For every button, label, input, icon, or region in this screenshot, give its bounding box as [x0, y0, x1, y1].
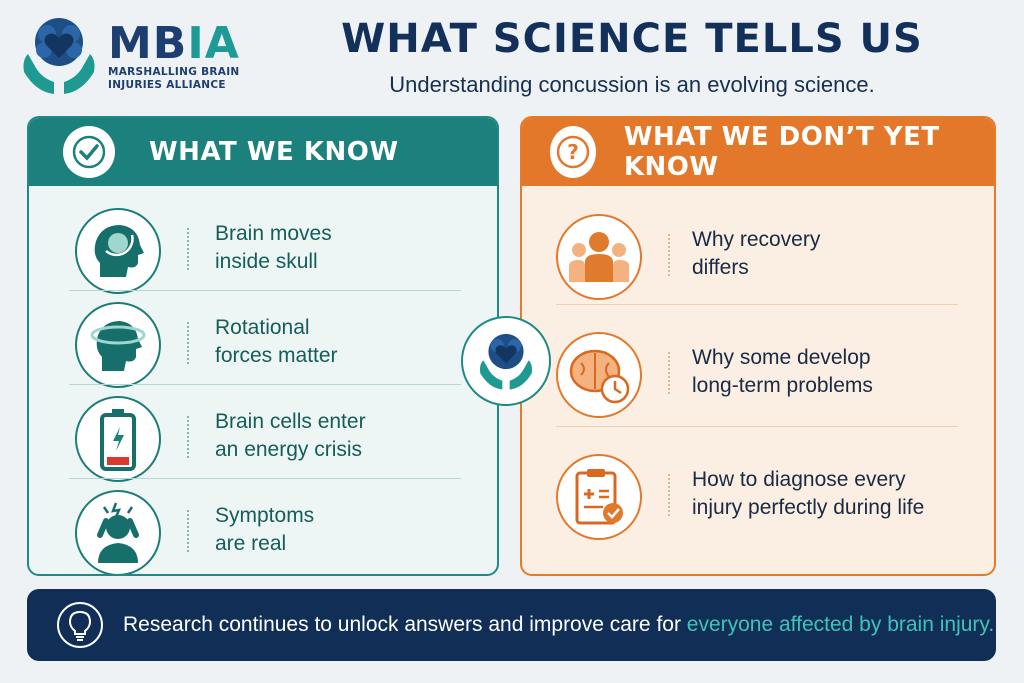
- what-we-know-panel: WHAT WE KNOW Brain moves inside skull Rot…: [27, 116, 499, 576]
- know-item-line2: forces matter: [215, 344, 338, 367]
- know-item-line2: an energy crisis: [215, 438, 363, 461]
- clipboard-check-icon: [556, 454, 642, 540]
- unknown-item: Why recovery differs: [522, 204, 994, 300]
- know-item-line1: Rotational: [215, 316, 310, 339]
- lightbulb-icon: [57, 602, 103, 648]
- what-we-know-header: WHAT WE KNOW: [29, 118, 497, 186]
- logo-name-line2: INJURIES ALLIANCE: [108, 79, 226, 91]
- checkmark-icon: [63, 126, 115, 178]
- what-we-know-heading: WHAT WE KNOW: [149, 137, 399, 167]
- low-battery-icon: [75, 396, 161, 482]
- unknown-item-line2: long-term problems: [692, 374, 873, 397]
- head-brain-motion-icon: [75, 208, 161, 294]
- know-item: Rotational forces matter: [29, 292, 497, 388]
- unknown-item-line2: differs: [692, 256, 749, 279]
- know-item-line2: inside skull: [215, 250, 318, 273]
- unknown-item-line1: Why recovery: [692, 228, 821, 251]
- question-mark-icon: ?: [550, 126, 596, 178]
- brain-clock-icon: [556, 332, 642, 418]
- logo-abbreviation: MBIA: [108, 18, 240, 69]
- what-we-dont-know-header: ? WHAT WE DON’T YET KNOW: [522, 118, 994, 186]
- banner-highlight: everyone affected by brain injury.: [686, 613, 995, 636]
- logo: MBIA MARSHALLING BRAIN INJURIES ALLIANCE: [14, 10, 254, 100]
- people-group-icon: [556, 214, 642, 300]
- what-we-dont-know-heading: WHAT WE DON’T YET KNOW: [623, 122, 940, 182]
- person-headache-icon: [75, 490, 161, 574]
- unknown-item-line1: Why some develop: [692, 346, 871, 369]
- research-banner: Research continues to unlock answers and…: [27, 589, 996, 661]
- unknown-item: How to diagnose every injury perfectly du…: [522, 444, 994, 540]
- know-item: Brain moves inside skull: [29, 198, 497, 294]
- page-subtitle: Understanding concussion is an evolving …: [389, 72, 875, 97]
- know-item: Symptoms are real: [29, 480, 497, 574]
- logo-name-line1: MARSHALLING BRAIN: [108, 66, 240, 78]
- head-rotation-icon: [75, 302, 161, 388]
- page-title: WHAT SCIENCE TELLS US: [341, 16, 923, 62]
- banner-text: Research continues to unlock answers and…: [123, 613, 995, 636]
- brain-heart-hands-icon: [23, 18, 95, 94]
- what-we-dont-know-panel: ? WHAT WE DON’T YET KNOW Why recovery dif…: [520, 116, 996, 576]
- know-item: Brain cells enter an energy crisis: [29, 386, 497, 482]
- know-item-line1: Symptoms: [215, 504, 315, 527]
- unknown-item-line1: How to diagnose every: [692, 468, 906, 491]
- unknown-item-line2: injury perfectly during life: [692, 496, 925, 519]
- know-item-line1: Brain moves: [215, 222, 332, 245]
- know-item-line2: are real: [215, 532, 287, 555]
- know-item-line1: Brain cells enter: [215, 410, 366, 433]
- center-emblem-icon: [461, 316, 551, 406]
- unknown-item: Why some develop long-term problems: [522, 322, 994, 418]
- svg-text:?: ?: [567, 140, 579, 164]
